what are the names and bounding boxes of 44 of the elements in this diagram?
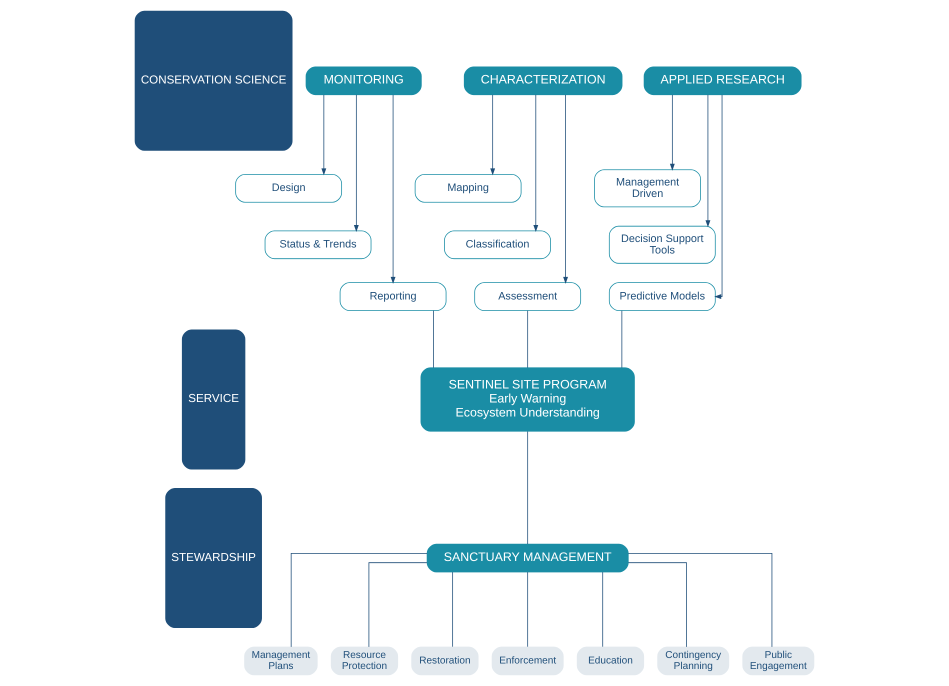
connector [452, 572, 454, 648]
connector [602, 572, 604, 648]
arrow [670, 94, 675, 171]
node-box: Reporting [340, 282, 446, 311]
node-box: SERVICE [182, 329, 246, 470]
node-box: CONSERVATION SCIENCE [134, 10, 293, 151]
connector [527, 431, 528, 544]
node-box: STEWARDSHIP [165, 488, 262, 628]
connector [628, 553, 772, 648]
node-box: Restoration [411, 646, 479, 676]
node-box: Management Driven [594, 169, 701, 208]
node-box: SENTINEL SITE PROGRAM Early Warning Ecosystem Understanding [420, 367, 635, 432]
node-box: APPLIED RESEARCH [644, 66, 802, 96]
connector [433, 310, 434, 368]
arrow [390, 94, 396, 284]
node-box: Enforcement [492, 646, 564, 676]
node-box: Mapping [414, 174, 522, 203]
connector [527, 572, 528, 648]
node-box: Contingency Planning [657, 646, 730, 676]
node-box: CHARACTERIZATION [464, 66, 622, 96]
node-box: Resource Protection [330, 646, 398, 676]
arrow [354, 94, 359, 232]
connector [628, 562, 687, 648]
arrow [563, 94, 568, 284]
node-box: Assessment [474, 282, 582, 311]
arrow [705, 94, 710, 228]
node-box: Design [235, 174, 342, 203]
node-box: Status & Trends [264, 230, 372, 260]
node-box: MONITORING [306, 66, 422, 96]
node-box: Management Plans [244, 646, 318, 676]
arrow [321, 94, 326, 176]
node-box: Decision Support Tools [608, 226, 716, 264]
node-box: SANCTUARY MANAGEMENT [426, 544, 629, 572]
node-box: Classification [444, 230, 551, 260]
arrow [714, 94, 722, 300]
connector [290, 553, 428, 648]
node-box: Public Engagement [742, 646, 814, 676]
arrow [490, 94, 496, 176]
node-box: Education [576, 646, 644, 676]
connector [621, 310, 622, 368]
connector [527, 310, 528, 368]
arrow [533, 94, 538, 232]
connector [368, 562, 428, 648]
node-box: Predictive Models [608, 282, 716, 311]
